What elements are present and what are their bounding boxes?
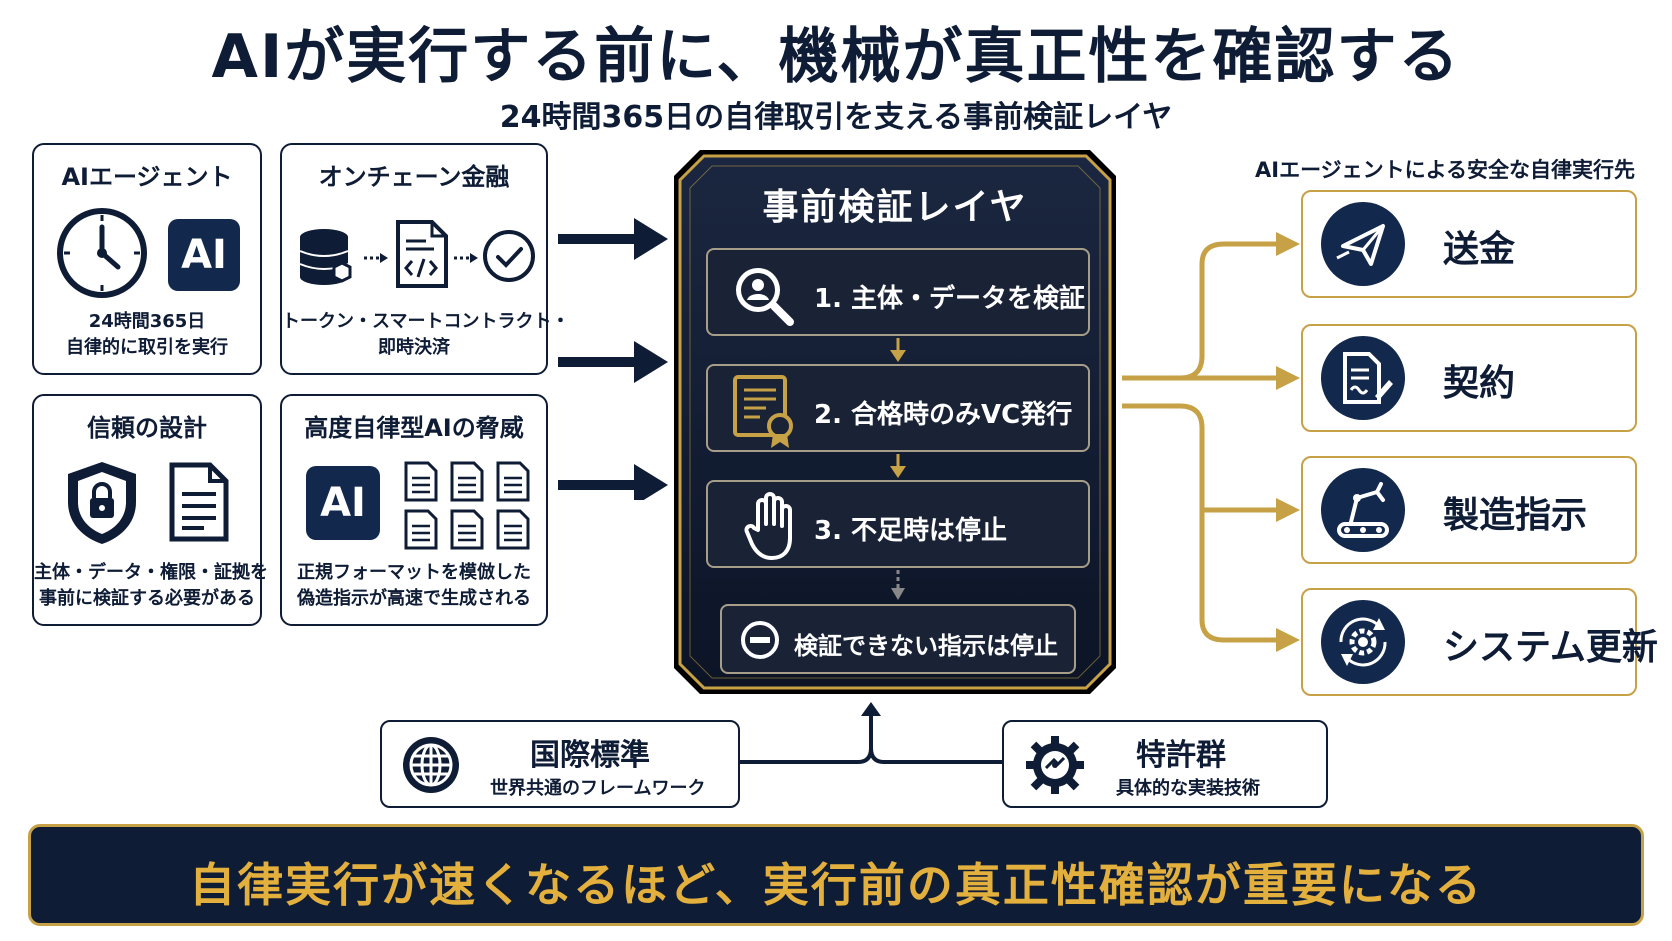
conclusion-banner: 自律実行が速くなるほど、実行前の真正性確認が重要になる [28, 824, 1644, 926]
destination-label: システム更新 [1443, 627, 1658, 668]
card-description: 正規フォーマットを模倣した 偽造指示が高速で生成される [297, 562, 531, 609]
card-title: オンチェーン金融 [318, 163, 510, 191]
card-description: 主体・データ・権限・証拠を 事前に検証する必要がある [34, 562, 268, 609]
document-grid-icon [402, 460, 532, 552]
step-reject: 検証できない指示は停止 [720, 604, 1076, 674]
card-trust-design: 信頼の設計 主体・データ・権限・証拠を 事前に検証する必要がある [32, 394, 268, 626]
contract-sign-icon [1321, 336, 1405, 420]
arrow-dots-icon [452, 251, 480, 265]
destination-system-update: システム更新 [1301, 588, 1658, 696]
destinations-header: AIエージェントによる安全な自律実行先 [1255, 158, 1636, 182]
card-title: 信頼の設計 [87, 414, 207, 442]
destination-remittance: 送金 [1301, 190, 1637, 298]
step-label: 検証できない指示は停止 [794, 632, 1058, 660]
certificate-icon [732, 374, 798, 450]
document-icon [168, 462, 230, 542]
output-connectors [1122, 232, 1300, 652]
robot-arm-icon [1321, 468, 1405, 552]
clock-icon [54, 205, 150, 301]
page-subtitle: 24時間365日の自律取引を支える事前検証レイヤ [499, 100, 1173, 135]
step-verify-subject: 1. 主体・データを検証 [706, 248, 1090, 336]
code-document-icon [394, 219, 450, 289]
foundation-connectors [740, 702, 1002, 764]
input-arrows [558, 218, 668, 500]
database-icon [298, 227, 356, 289]
foundation-subtitle: 具体的な実装技術 [1116, 778, 1260, 799]
gear-icon [1024, 734, 1086, 796]
card-onchain-finance: オンチェーン金融 トークン・スマートコントラクト・ 即時 [280, 143, 570, 375]
step-label: 3. 不足時は停止 [814, 516, 1008, 546]
stop-hand-icon [744, 490, 800, 562]
ai-badge: AI [306, 466, 380, 540]
arrow-dots-icon [362, 251, 390, 265]
check-circle-icon [482, 229, 536, 283]
step-label: 2. 合格時のみVC発行 [814, 400, 1073, 430]
foundation-subtitle: 世界共通のフレームワーク [490, 778, 706, 799]
card-description: トークン・スマートコントラクト・ 即時決済 [282, 311, 570, 358]
shield-lock-icon [64, 458, 140, 548]
foundation-title: 特許群 [1136, 738, 1226, 773]
destination-label: 製造指示 [1443, 495, 1588, 536]
destination-manufacturing: 製造指示 [1301, 456, 1637, 564]
step-label: 1. 主体・データを検証 [814, 284, 1086, 314]
foundation-title: 国際標準 [530, 738, 650, 773]
gear-sync-icon [1321, 600, 1405, 684]
card-title: 高度自律型AIの脅威 [304, 414, 524, 442]
destination-label: 送金 [1443, 229, 1516, 270]
minus-circle-icon [740, 620, 780, 660]
card-ai-agent: AIエージェント AI 24時間365日 自律的に取引を実行 [32, 143, 262, 375]
card-ai-threat: 高度自律型AIの脅威 AI 正規フォーマットを模倣した 偽造指示が高速で生成され… [280, 394, 548, 626]
page-title: AIが実行する前に、機械が真正性を確認する [211, 22, 1461, 92]
destination-label: 契約 [1443, 363, 1516, 404]
card-title: AIエージェント [61, 163, 233, 191]
step-stop: 3. 不足時は停止 [706, 480, 1090, 568]
paper-plane-icon [1321, 202, 1405, 286]
ai-badge: AI [168, 219, 240, 291]
card-description: 24時間365日 自律的に取引を実行 [66, 311, 228, 358]
foundation-standards: 国際標準 世界共通のフレームワーク [380, 720, 740, 808]
destination-contract: 契約 [1301, 324, 1637, 432]
foundation-patents: 特許群 具体的な実装技術 [1002, 720, 1328, 808]
step-arrows [890, 338, 906, 600]
search-person-icon [732, 264, 796, 326]
globe-icon [400, 734, 462, 796]
conclusion-text: 自律実行が速くなるほど、実行前の真正性確認が重要になる [189, 858, 1483, 912]
step-issue-vc: 2. 合格時のみVC発行 [706, 364, 1090, 452]
verification-layer-title: 事前検証レイヤ [762, 187, 1028, 228]
